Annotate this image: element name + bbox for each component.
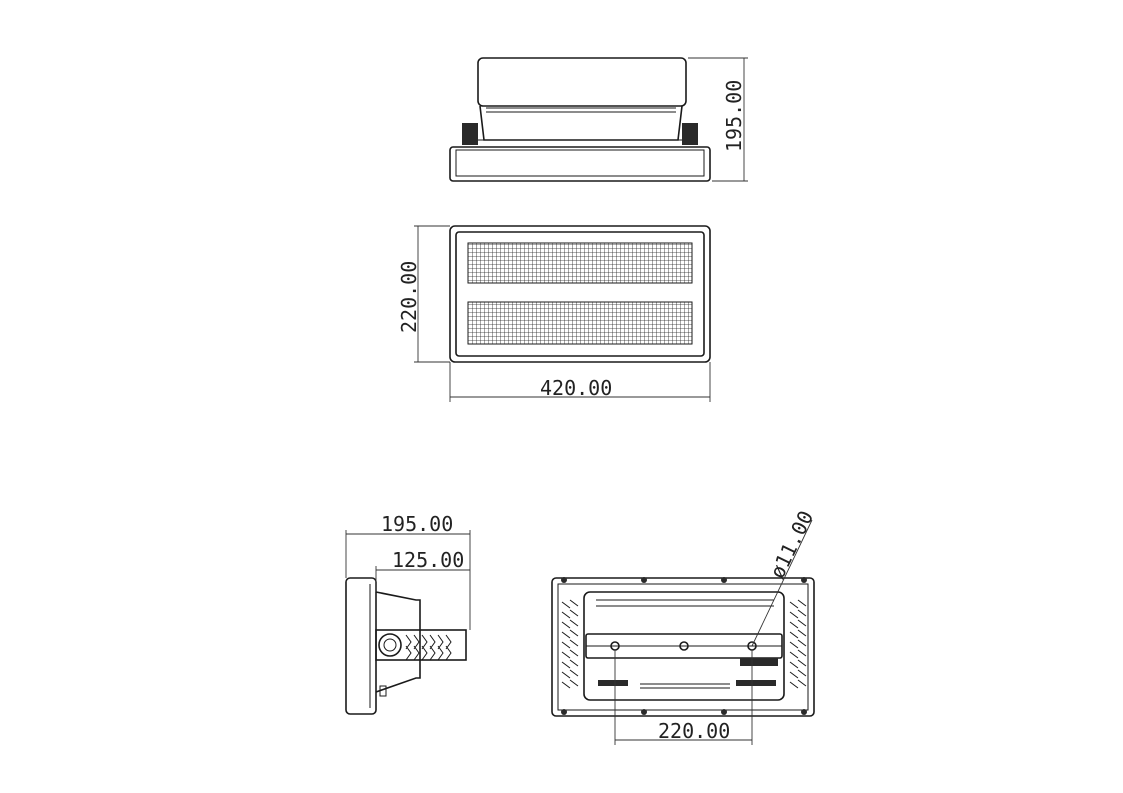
rear-view: ø11.00 220.00 [551,507,818,745]
top-height-label: 195.00 [722,80,746,152]
front-height-label: 220.00 [397,261,421,333]
heatsink-fins [561,599,807,689]
bracket-slot-pattern [405,634,452,661]
top-view: 195.00 [449,57,748,182]
front-width-label: 420.00 [540,376,612,400]
hole-spacing-label: 220.00 [658,719,730,743]
side-depth-label: 195.00 [381,512,453,536]
side-bracket-label: 125.00 [392,548,464,572]
front-view: 220.00 420.00 [397,225,711,402]
rear-mount-dots [561,577,807,715]
led-grid-upper [467,242,693,284]
hole-diameter-label: ø11.00 [765,507,818,582]
side-view: 195.00 125.00 [345,512,471,715]
led-grid-lower [467,301,693,345]
